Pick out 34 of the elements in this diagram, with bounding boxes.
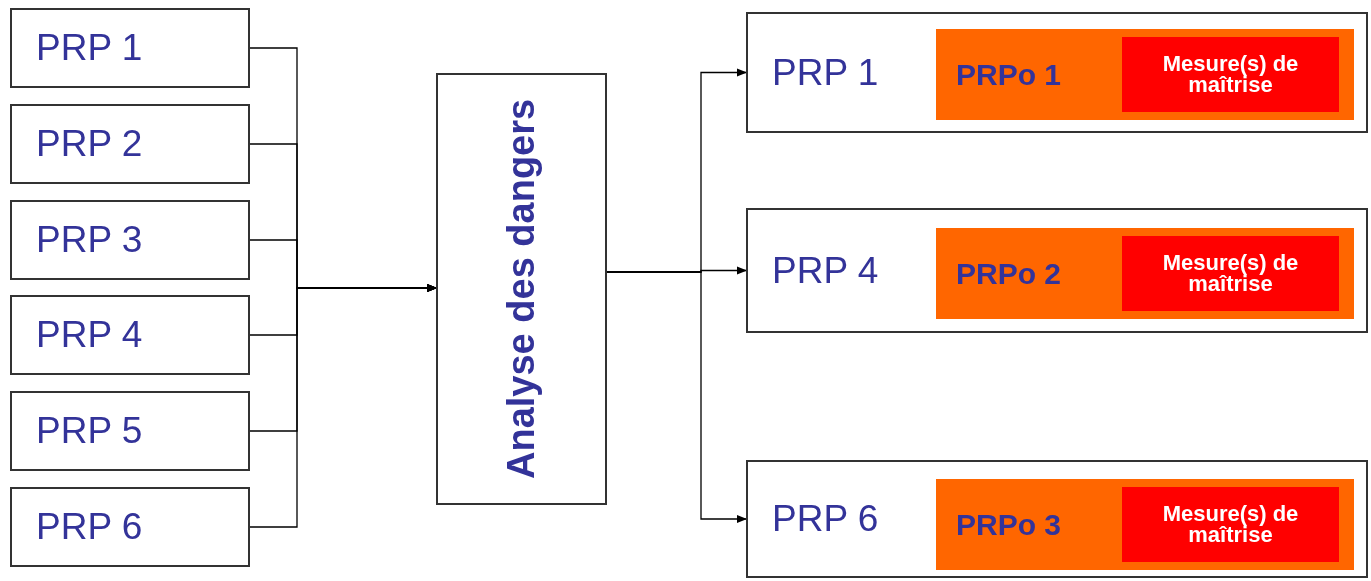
control-measure-box <box>1122 37 1339 112</box>
prpo-box <box>936 479 1354 570</box>
box-label: PRP 3 <box>35 218 143 263</box>
box-label: PRP 6 <box>35 505 143 550</box>
box-label: PRP 6 <box>771 497 879 542</box>
box-label: Mesure(s) de maîtrise <box>1161 503 1300 546</box>
box-label: PRPo 3 <box>955 507 1062 543</box>
process-box <box>10 200 250 280</box>
process-box <box>436 73 607 505</box>
box-label: Mesure(s) de maîtrise <box>1161 53 1300 96</box>
process-box <box>10 8 250 88</box>
box-label: PRPo 2 <box>955 256 1062 292</box>
control-measure-box <box>1122 236 1339 311</box>
process-box <box>746 460 1368 578</box>
process-box <box>10 295 250 375</box>
process-box <box>10 104 250 184</box>
box-label: PRP 2 <box>35 122 143 167</box>
box-label: PRPo 1 <box>955 57 1062 93</box>
box-label: PRP 1 <box>35 26 143 71</box>
box-label: PRP 4 <box>771 248 879 293</box>
control-measure-box <box>1122 487 1339 562</box>
process-box <box>746 208 1368 333</box>
process-box <box>10 391 250 471</box>
box-label: PRP 5 <box>35 409 143 454</box>
prpo-box <box>936 29 1354 120</box>
process-box <box>10 487 250 567</box>
prpo-box <box>936 228 1354 319</box>
connector-arrow <box>249 284 437 528</box>
box-label: PRP 1 <box>771 50 879 95</box>
box-label: Analyse des dangers <box>500 97 543 482</box>
box-label: Mesure(s) de maîtrise <box>1161 252 1300 295</box>
process-box <box>746 12 1368 133</box>
box-label: PRP 4 <box>35 313 143 358</box>
connector-arrow <box>606 271 747 523</box>
